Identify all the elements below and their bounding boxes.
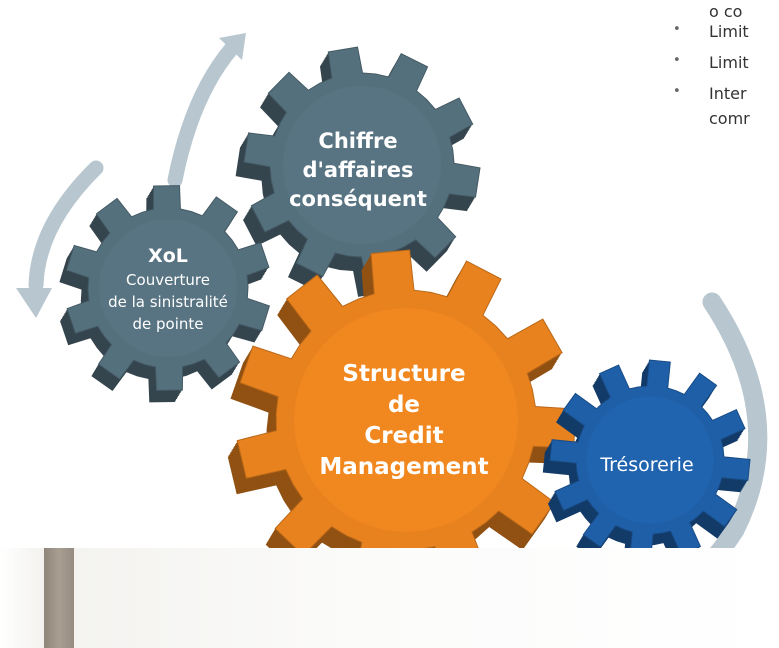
photo-pillar [44,548,74,648]
bullet-item: Inter [709,84,747,103]
gear-left-title: XoL [148,245,188,267]
gear-center-label-4: Management [319,454,488,480]
gear-center-label-1: Structure [342,361,465,387]
arrow-top-left-head [219,33,246,60]
bullet-text: Inter [709,84,747,103]
gear-hub [294,308,518,532]
gear-chiffre-affaires [235,46,481,297]
arrow-left-head [16,288,52,318]
arrow-left [28,160,104,293]
bullet-text: o co [709,2,743,21]
photo-floor [74,548,779,648]
gear-hub [282,85,442,245]
background-photo [0,548,779,648]
gear-center-label-3: Credit [364,423,443,449]
bullet-item: Limit [709,22,749,41]
gear-structure-credit-management [227,249,577,606]
gear-left-label-3: de pointe [132,315,203,333]
bullet-text: Limit [709,22,749,41]
gear-hub [586,396,714,524]
gear-left-label-1: Couverture [126,271,210,289]
bullet-item: Limit [709,53,749,72]
gear-top-label-1: Chiffre [318,129,397,153]
gear-hub [99,219,237,357]
arrow-top-left [167,40,240,188]
bullet-list: o co Limit Limit Inter comr [700,0,779,160]
gear-top-label-3: conséquent [289,187,427,211]
bullet-item: comr [709,109,750,128]
gear-right-label: Trésorerie [599,454,693,476]
gear-top-label-2: d'affaires [302,158,413,182]
gear-tresorerie [542,359,751,572]
gear-left-label-2: de la sinistralité [108,293,228,311]
bullet-item: o co [709,2,742,21]
bullet-text: comr [709,109,750,128]
photo-fade [0,548,44,648]
gear-center-label-2: de [388,392,420,418]
gear-xol [59,185,271,403]
bullet-text: Limit [709,53,749,72]
